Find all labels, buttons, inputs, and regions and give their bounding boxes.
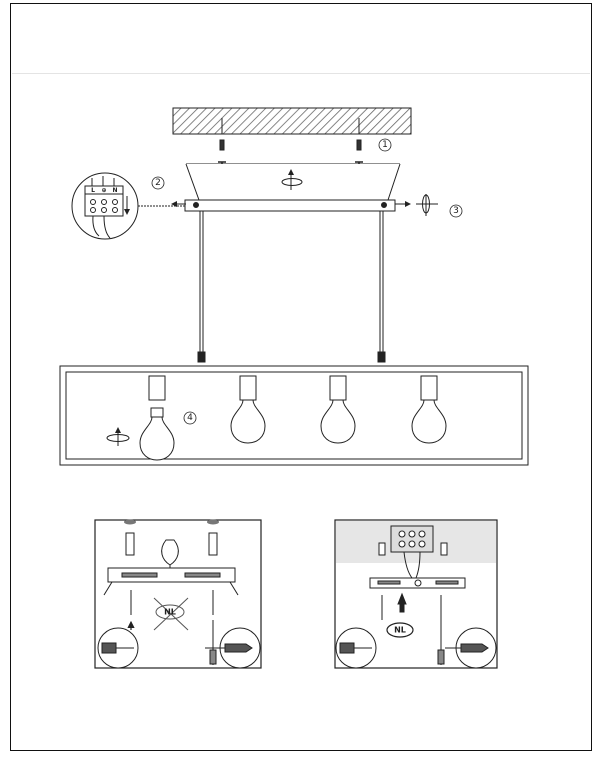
- bulb-thread: [150, 407, 164, 418]
- light-frame: [59, 365, 529, 466]
- rotate-arrow-icon: [281, 169, 303, 190]
- step-3-label: 3: [453, 206, 459, 216]
- panel-left: NL: [94, 519, 262, 669]
- bulbs: [139, 375, 447, 461]
- bulb-glass: [139, 416, 175, 461]
- rotate-bulb-icon: [106, 427, 130, 446]
- bulb-2: [230, 375, 266, 444]
- terminal-earth: ⊕: [101, 187, 106, 194]
- bulb-4: [411, 375, 447, 444]
- terminal-n: N: [112, 187, 117, 194]
- terminal-detail: [71, 172, 186, 240]
- panel-left-screwdriver-detail: [97, 627, 261, 669]
- bulb-socket: [239, 375, 257, 401]
- panel-right-marking: NL: [394, 626, 406, 635]
- step-1-marker: 1: [378, 138, 392, 152]
- step-4-marker: 4: [183, 411, 197, 425]
- step-4-label: 4: [187, 413, 193, 423]
- panel-right-mark: [386, 622, 414, 638]
- bulb-glass: [230, 399, 266, 444]
- suspension-cables: [197, 211, 386, 363]
- bulb-socket: [329, 375, 347, 401]
- bulb-socket: [148, 375, 166, 401]
- panel-left-crossed-mark: [153, 597, 189, 631]
- bulb-glass: [320, 399, 356, 444]
- canopy: [184, 163, 401, 212]
- header-rule: [12, 73, 590, 74]
- step-2-label: 2: [155, 178, 161, 188]
- bulb-glass: [411, 399, 447, 444]
- panel-right-screwdriver-detail: [335, 627, 497, 669]
- panel-left-marking: NL: [164, 608, 176, 617]
- ceiling: [172, 107, 412, 135]
- page-frame: [10, 3, 592, 751]
- bulb-socket: [420, 375, 438, 401]
- bulb-1: [139, 375, 175, 461]
- step-3-marker: 3: [449, 204, 463, 218]
- bulb-3: [320, 375, 356, 444]
- panel-right: NL: [334, 519, 498, 669]
- step-1-label: 1: [382, 140, 388, 150]
- canopy-right-arrow: [395, 194, 438, 216]
- step-2-marker: 2: [151, 176, 165, 190]
- terminal-l: L: [91, 187, 95, 194]
